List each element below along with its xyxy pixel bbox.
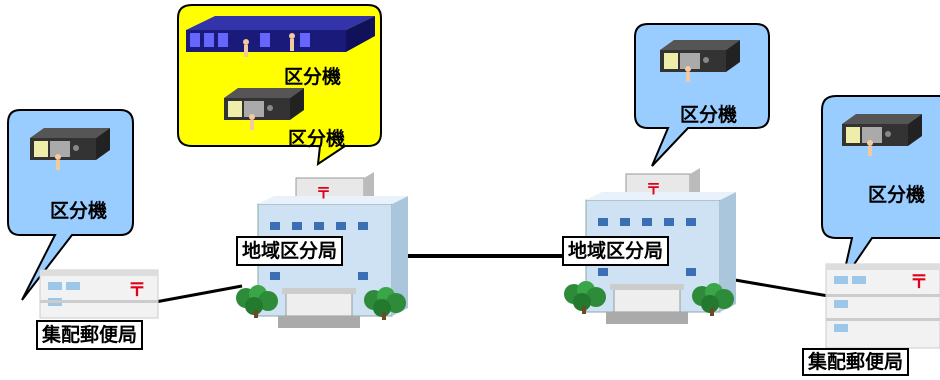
postal-mark-icon: 〒 bbox=[128, 280, 146, 301]
machine-label-center-right: 区分機 bbox=[680, 104, 738, 126]
machine-label-left: 区分機 bbox=[50, 200, 108, 222]
link-right-collection bbox=[734, 278, 841, 300]
post-office-icon bbox=[825, 263, 940, 349]
regional-sorting-office-label-right: 地域区分局 bbox=[562, 236, 670, 266]
large-sorting-machine-icon bbox=[186, 16, 375, 57]
collection-post-office-label-left: 集配郵便局 bbox=[36, 320, 144, 350]
speech-bubble-center-right bbox=[634, 23, 770, 167]
link-left-collection bbox=[149, 284, 243, 305]
machine-label-yellow-1: 区分機 bbox=[284, 66, 342, 88]
postal-mark-icon: 〒 bbox=[910, 272, 928, 293]
speech-bubble-far-right bbox=[821, 95, 940, 283]
collection-post-office-label-right: 集配郵便局 bbox=[802, 348, 910, 376]
regional-sorting-office-label-left: 地域区分局 bbox=[236, 236, 344, 266]
post-office-icon bbox=[39, 269, 159, 319]
machine-label-far-right: 区分機 bbox=[868, 184, 926, 206]
postal-mark-icon: 〒 bbox=[646, 180, 662, 198]
speech-bubble-yellow bbox=[177, 4, 382, 167]
speech-bubble-left bbox=[7, 109, 134, 301]
machine-label-yellow-2: 区分機 bbox=[288, 128, 346, 150]
postal-mark-icon: 〒 bbox=[316, 184, 332, 202]
